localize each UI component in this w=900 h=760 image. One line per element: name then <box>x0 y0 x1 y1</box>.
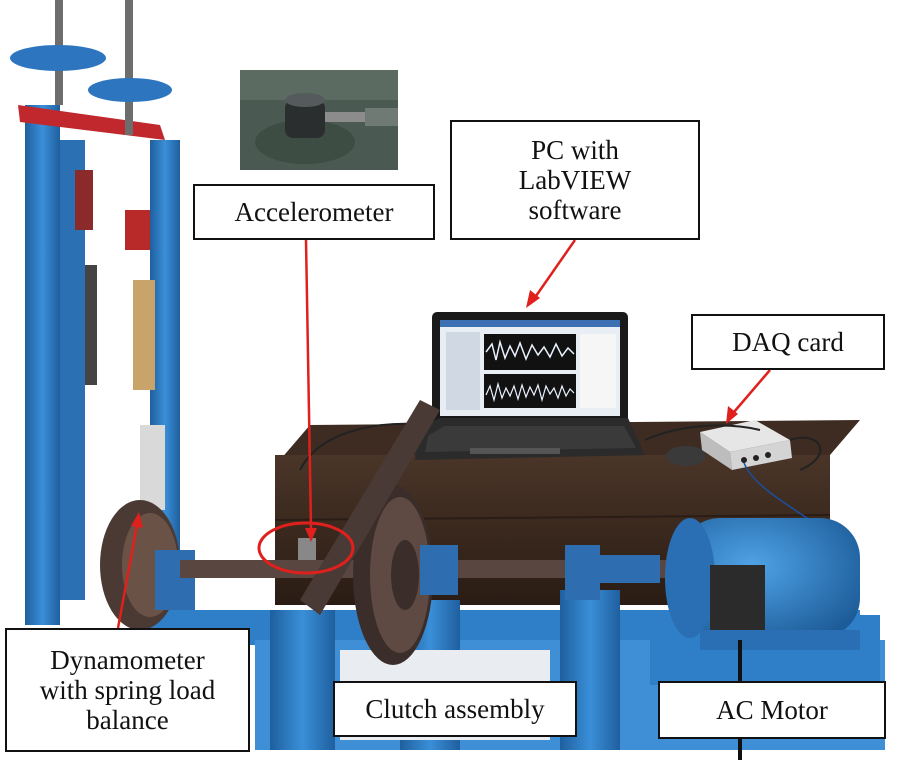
ac-motor <box>665 518 860 760</box>
daq-label: DAQ card <box>691 314 885 370</box>
dynamometer-label-line-2: with spring load <box>39 675 216 705</box>
dynamometer-drum <box>100 500 195 630</box>
pc-label-line-2: LabVIEW <box>518 165 632 195</box>
cable <box>644 424 761 441</box>
accelerometer-inset-photo <box>240 70 398 170</box>
pc-label-line-1: PC with <box>531 135 619 165</box>
dynamometer-label: Dynamometer with spring load balance <box>5 628 250 752</box>
clutch-label: Clutch assembly <box>333 681 577 737</box>
accelerometer-sensor <box>298 538 316 560</box>
accelerometer-label-text: Accelerometer <box>234 197 394 227</box>
clutch-label-text: Clutch assembly <box>365 694 545 724</box>
motor-label: AC Motor <box>658 681 886 739</box>
annotation-arrows <box>116 239 771 629</box>
mouse <box>666 446 706 466</box>
coupling <box>590 555 660 583</box>
lever-arm <box>300 400 440 615</box>
laptop <box>415 312 645 460</box>
dynamometer-label-line-3: balance <box>86 705 169 735</box>
dynamometer-label-line-1: Dynamometer <box>50 645 205 675</box>
accelerometer-label: Accelerometer <box>193 184 435 240</box>
pc-label: PC with LabVIEW software <box>450 120 700 240</box>
motor-label-text: AC Motor <box>716 695 828 725</box>
pc-label-line-3: software <box>528 195 622 225</box>
daq-label-text: DAQ card <box>732 327 844 357</box>
daq-device <box>700 420 851 561</box>
clutch-plate <box>353 485 433 665</box>
bearing-block <box>420 545 458 595</box>
